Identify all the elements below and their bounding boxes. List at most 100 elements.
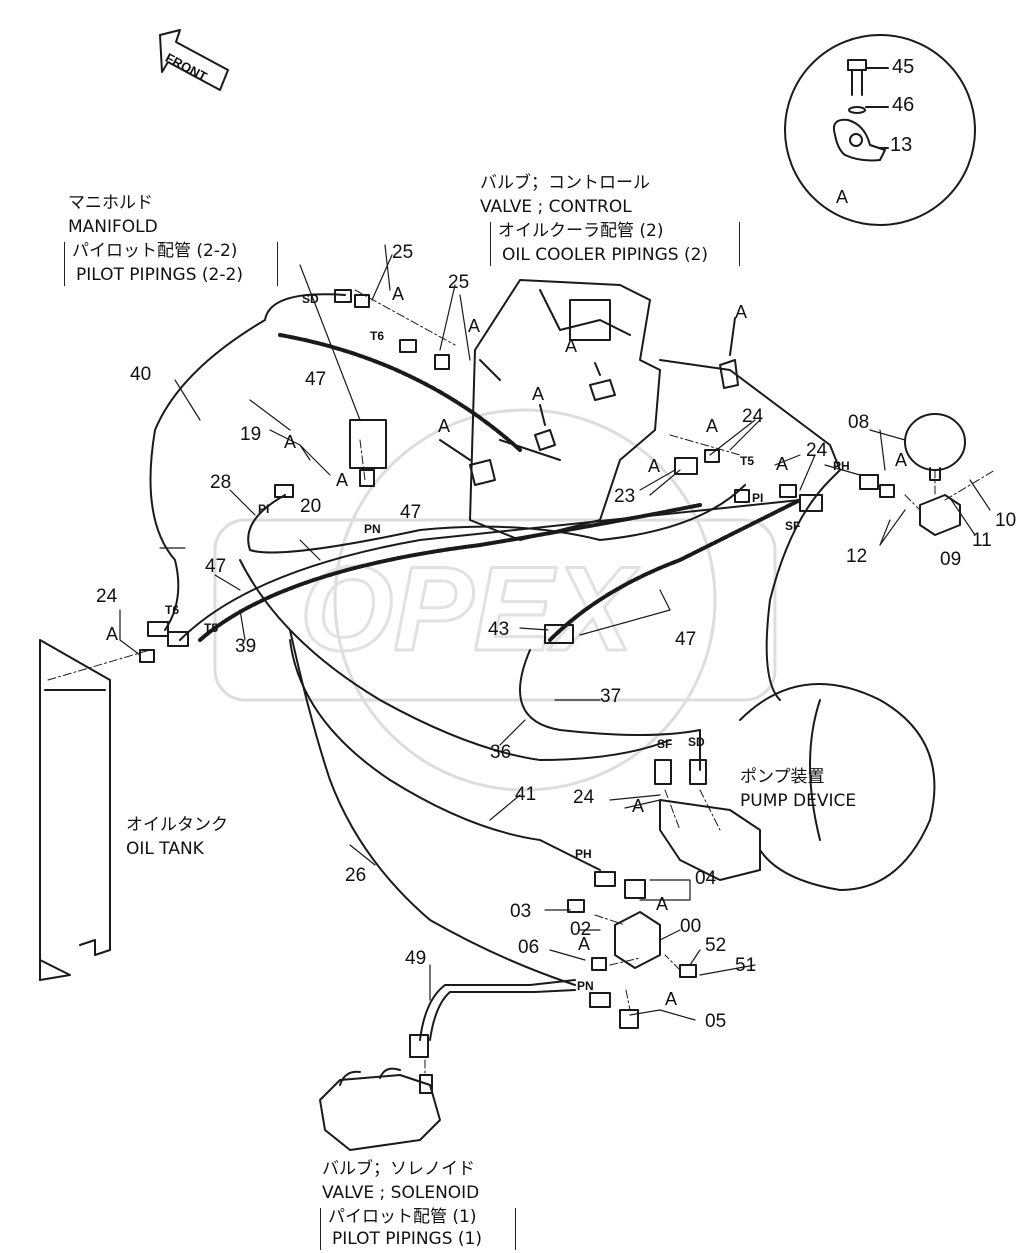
part-number-37: 37 bbox=[600, 686, 621, 707]
detail-ref-a: A bbox=[665, 989, 677, 1009]
hose-47b bbox=[198, 503, 702, 642]
part-number-39: 39 bbox=[235, 636, 256, 657]
manifold-sub-jp-label: パイロット配管 (2-2) bbox=[72, 241, 238, 261]
solenoid-valve-body bbox=[319, 1067, 441, 1151]
detail-ref-a: A bbox=[565, 336, 577, 356]
detail-ref-a: A bbox=[648, 456, 660, 476]
detail-ref-a: A bbox=[284, 432, 296, 452]
hose-39 bbox=[179, 499, 801, 641]
port-tag-sf: SF bbox=[785, 519, 800, 533]
port-tag-pi: PI bbox=[752, 491, 763, 505]
port-tag-t5: T5 bbox=[740, 454, 754, 468]
part-number-05: 05 bbox=[705, 1011, 726, 1032]
pump-device-jp-label: ポンプ装置 bbox=[740, 767, 825, 787]
clamp-markers bbox=[439, 317, 739, 486]
detail-ref-a: A bbox=[895, 450, 907, 470]
detail-circle-letter: A bbox=[836, 187, 849, 207]
pipe-49 bbox=[419, 979, 576, 1041]
part-number-47: 47 bbox=[400, 502, 421, 523]
hose-47a bbox=[278, 333, 522, 452]
port-tag-ph: PH bbox=[833, 459, 850, 473]
port-tag-sf: SF bbox=[657, 737, 672, 751]
oil-tank-en-label: OIL TANK bbox=[126, 839, 204, 859]
solenoid-valve-sub-jp-label: パイロット配管 (1) bbox=[328, 1207, 477, 1227]
detail-ref-a: A bbox=[468, 316, 480, 336]
control-valve-en-label: VALVE ; CONTROL bbox=[480, 197, 632, 217]
port-tag-pn: PN bbox=[364, 522, 381, 536]
manifold-jp-label: マニホルド bbox=[68, 193, 153, 213]
hose-41 bbox=[289, 639, 601, 871]
block-00 bbox=[614, 911, 661, 969]
hose-26 bbox=[289, 629, 576, 986]
hose-loop-right bbox=[659, 359, 841, 701]
part-number-43: 43 bbox=[488, 619, 509, 640]
part-number-08: 08 bbox=[848, 412, 869, 433]
pipe-49b bbox=[429, 989, 576, 1041]
oil-tank-outline bbox=[39, 639, 111, 981]
part-number-28: 28 bbox=[210, 472, 231, 493]
port-tag-t6: T6 bbox=[370, 329, 384, 343]
part-number-26: 26 bbox=[345, 865, 366, 886]
port-tag-sd: SD bbox=[302, 292, 319, 306]
part-number-09: 09 bbox=[940, 549, 961, 570]
manifold-block bbox=[349, 419, 387, 469]
hose-37 bbox=[519, 649, 701, 771]
reference-lines bbox=[47, 289, 996, 1076]
part-number-11: 11 bbox=[972, 530, 992, 551]
solenoid-valve-jp-label: バルブ；ソレノイド bbox=[322, 1159, 475, 1179]
part-number-52: 52 bbox=[705, 935, 726, 956]
port-tag-sd: SD bbox=[688, 735, 705, 749]
hose-47c bbox=[548, 498, 802, 642]
front-arrow-icon bbox=[159, 29, 229, 91]
part-number-23: 23 bbox=[614, 486, 635, 507]
part-number-47: 47 bbox=[305, 369, 326, 390]
detail-ref-a: A bbox=[578, 934, 590, 954]
detail-ref-a: A bbox=[106, 624, 118, 644]
part-number-49: 49 bbox=[405, 948, 426, 969]
detail-ref-a: A bbox=[735, 302, 747, 322]
port-tag-pi: PI bbox=[258, 502, 269, 516]
manifold-sub-en-label: PILOT PIPINGS (2-2) bbox=[76, 265, 243, 285]
hose-40 bbox=[149, 293, 346, 631]
detail-ref-a: A bbox=[632, 796, 644, 816]
part-number-20: 20 bbox=[300, 496, 321, 517]
part-number-25: 25 bbox=[392, 242, 413, 263]
fittings bbox=[139, 289, 895, 1058]
detail-ref-a: A bbox=[392, 284, 404, 304]
hose-28 bbox=[247, 484, 746, 554]
control-valve-bracket bbox=[490, 222, 740, 266]
part-number-19: 19 bbox=[240, 424, 261, 445]
part-number-24: 24 bbox=[742, 406, 764, 427]
part-number-24: 24 bbox=[96, 586, 118, 607]
control-valve-sub-en-label: OIL COOLER PIPINGS (2) bbox=[502, 245, 709, 265]
detail-ref-a: A bbox=[706, 416, 718, 436]
part-number-36: 36 bbox=[490, 742, 511, 763]
part-number-06: 06 bbox=[518, 937, 539, 958]
port-tag-t5: T5 bbox=[204, 621, 218, 635]
solenoid-valve-bracket bbox=[320, 1208, 516, 1250]
part-number-47: 47 bbox=[675, 629, 696, 650]
manifold-bracket bbox=[64, 242, 278, 286]
part-number-51: 51 bbox=[735, 955, 756, 976]
detail-part-46: 46 bbox=[892, 94, 915, 116]
solenoid-valve-sub-en-label: PILOT PIPINGS (1) bbox=[332, 1229, 482, 1249]
solenoid-valve-en-label: VALVE ; SOLENOID bbox=[322, 1183, 480, 1203]
port-tag-pn: PN bbox=[577, 979, 594, 993]
part-number-10: 10 bbox=[995, 510, 1016, 531]
hose-36 bbox=[239, 559, 671, 761]
oil-tank-jp-label: オイルタンク bbox=[126, 815, 228, 835]
part-number-25: 25 bbox=[448, 272, 469, 293]
manifold-en-label: MANIFOLD bbox=[68, 217, 158, 237]
part-number-47: 47 bbox=[205, 556, 226, 577]
leader-lines bbox=[119, 244, 991, 1021]
part-number-40: 40 bbox=[130, 364, 151, 385]
part-number-41: 41 bbox=[515, 784, 536, 805]
part-number-12: 12 bbox=[846, 546, 867, 567]
port-tag-t6: T6 bbox=[165, 603, 179, 617]
detail-ref-a: A bbox=[532, 384, 544, 404]
watermark: OPEX bbox=[213, 408, 777, 792]
detail-part-45: 45 bbox=[892, 56, 915, 78]
part-number-03: 03 bbox=[510, 901, 531, 922]
